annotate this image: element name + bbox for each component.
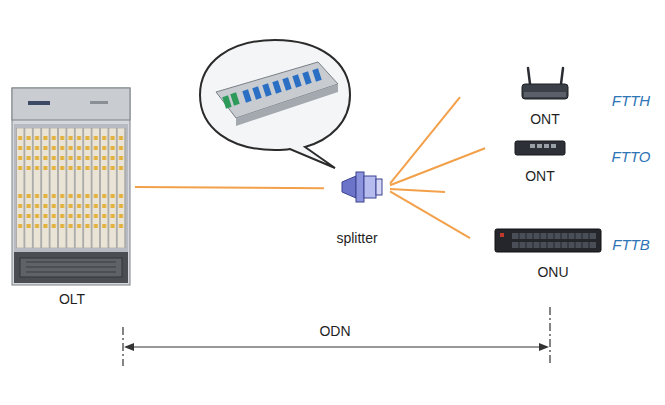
access-type-label: FTTH	[612, 92, 650, 110]
ont-node: ONT	[485, 128, 595, 184]
olt-chassis	[12, 88, 130, 285]
access-type-label: FTTO	[612, 148, 651, 166]
fiber-link	[390, 148, 485, 185]
router-device	[522, 68, 568, 99]
splitter-device	[342, 172, 382, 202]
splitter-node: splitter	[324, 168, 390, 246]
node-label: ONU	[537, 264, 568, 280]
ont-node: ONT	[460, 60, 580, 130]
node-label: OLT	[59, 291, 85, 307]
onu-device	[495, 229, 601, 252]
odn-dimension	[123, 307, 550, 366]
node-label: splitter	[336, 230, 377, 246]
fiber-branch	[390, 189, 445, 192]
node-label: ONT	[530, 111, 560, 127]
dimension-label: ODN	[319, 322, 350, 340]
fiber-link	[390, 97, 460, 184]
access-type-label: FTTB	[612, 236, 650, 254]
splitter-callout	[200, 40, 350, 168]
node-label: ONT	[525, 168, 555, 184]
fiber-link	[390, 191, 470, 238]
onu-node: ONU	[470, 222, 605, 282]
fiber-link	[135, 187, 324, 188]
switch-device	[515, 141, 565, 155]
olt-node: OLT	[10, 84, 135, 308]
